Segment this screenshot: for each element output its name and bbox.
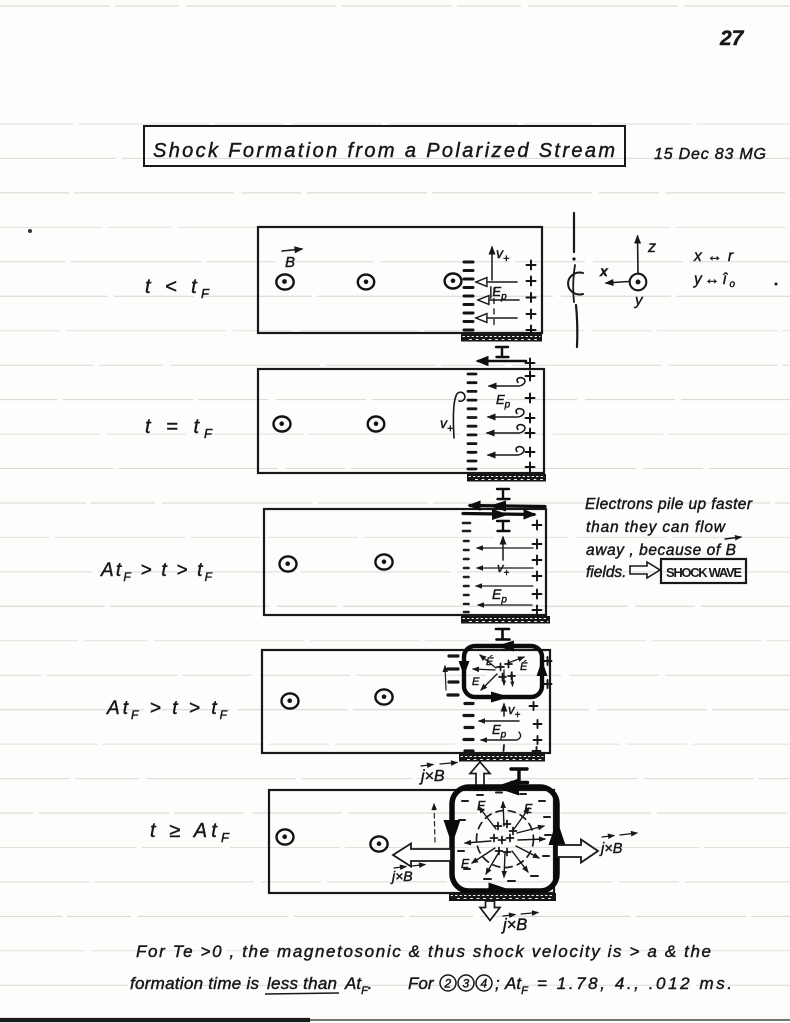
svg-text:B: B [285,254,295,271]
svg-text:3: 3 [463,977,470,991]
svg-text:É: É [520,660,528,673]
svg-text:AtF > t > tF: AtF > t > tF [106,698,228,722]
svg-text:x↔r: x↔r [693,248,734,265]
svg-text:15 Dec 83 MG: 15 Dec 83 MG [654,146,766,163]
svg-text:;: ; [495,974,500,993]
svg-text:Electrons pile up faster: Electrons pile up faster [585,496,753,513]
svg-text:4: 4 [481,977,488,991]
svg-text:É: É [486,655,494,668]
svg-text:less than: less than [267,974,337,993]
svg-text:away , because of B: away , because of B [586,542,736,559]
svg-text:= 1.78, 4., .012 ms.: = 1.78, 4., .012 ms. [537,974,732,993]
svg-text:t ≥ AtF: t ≥ AtF [150,820,230,845]
svg-text:v+: v+ [508,702,521,721]
svg-text:formation time is: formation time is [130,974,260,993]
svg-text:E: E [477,799,486,813]
svg-text:E: E [461,857,470,871]
svg-text:AtF > t > tF: AtF > t > tF [100,560,213,584]
svg-text:t < tF: t < tF [145,276,210,301]
svg-text:E: E [524,802,533,816]
svg-text:j×B: j×B [501,916,527,934]
svg-text:v+: v+ [497,560,510,579]
svg-text:27: 27 [719,27,745,50]
svg-text:AtF.: AtF. [344,974,373,997]
svg-text:Ep: Ep [496,392,511,411]
svg-text:j×B: j×B [390,868,413,884]
svg-text:For: For [408,974,435,993]
svg-text:v+: v+ [440,415,454,435]
svg-text:z: z [647,239,656,256]
svg-text:x: x [599,263,609,279]
svg-text:than they can flow: than they can flow [586,519,727,536]
svg-text:SHOCK WAVE: SHOCK WAVE [666,565,742,580]
svg-text:y↔îo: y↔îo [693,271,735,290]
svg-text:fields.: fields. [586,564,627,581]
svg-text:t = tF: t = tF [145,416,213,441]
svg-text:For Te >0 , the magnetosonic &: For Te >0 , the magnetosonic & thus shoc… [136,942,711,961]
svg-text:AtF: AtF [504,974,529,997]
svg-text:Ep: Ep [492,586,507,606]
svg-text:Ep: Ep [492,722,507,741]
svg-text:2: 2 [444,977,452,991]
svg-text:j×B: j×B [599,841,623,857]
svg-text:Shock Formation from a Polariz: Shock Formation from a Polarized Stream [153,140,615,162]
svg-text:y: y [634,292,644,309]
svg-text:j×B: j×B [419,768,445,785]
svg-text:E: E [472,676,480,688]
